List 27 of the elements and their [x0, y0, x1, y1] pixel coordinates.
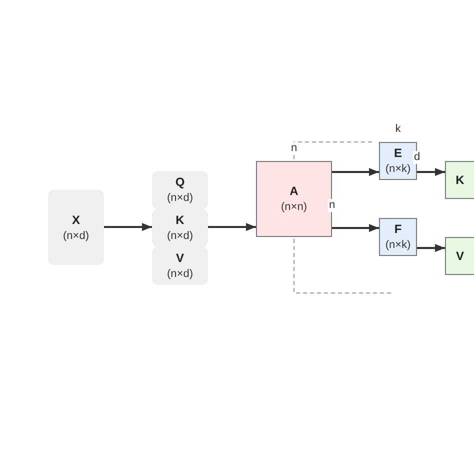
matrix-name: Q	[175, 174, 185, 190]
matrix-name: K	[456, 172, 464, 188]
matrix-name: A	[290, 183, 298, 199]
matrix-box	[379, 218, 417, 256]
arrow	[332, 224, 379, 232]
matrix-name: V	[456, 248, 464, 264]
dimension-label: n	[328, 199, 336, 212]
matrix-name: X	[72, 212, 80, 228]
arrow	[208, 223, 256, 231]
arrow	[104, 223, 152, 231]
matrix-size: (n×n)	[281, 200, 307, 215]
matrix-name: F	[394, 221, 402, 237]
dimension-label: d	[412, 151, 422, 164]
matrix-name: K	[176, 212, 184, 228]
matrix-size: (n×d)	[63, 228, 89, 244]
arrow	[417, 168, 445, 176]
matrix-size: (n×d)	[167, 229, 193, 244]
matrix-box	[48, 190, 104, 265]
matrix-size: (n×d)	[167, 267, 193, 282]
dimension-label: n	[290, 142, 298, 155]
arrow	[332, 168, 379, 176]
arrow	[417, 244, 445, 252]
matrix-size: (n×d)	[167, 191, 193, 206]
matrix-name: V	[176, 250, 184, 266]
matrix-size: (n×k)	[385, 238, 411, 253]
matrix-size: (n×k)	[385, 162, 411, 177]
matrix-name: E	[394, 145, 402, 161]
